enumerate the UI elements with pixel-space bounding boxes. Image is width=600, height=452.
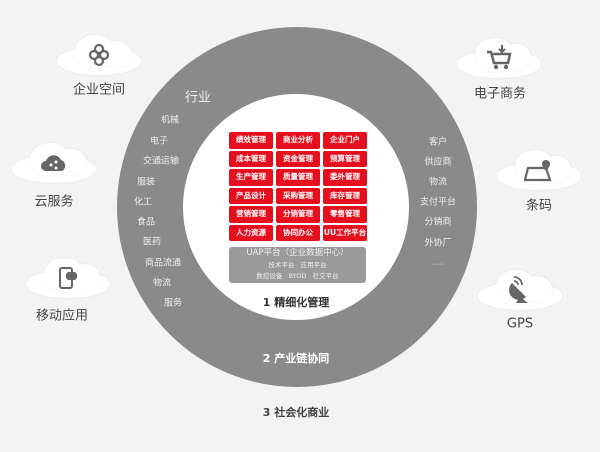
module-tile: 人力资源 bbox=[229, 224, 273, 241]
cloud-label: 条码 bbox=[525, 198, 553, 214]
ring-label-2: 2 产业链协同 bbox=[262, 352, 330, 365]
industry-item: 机械 bbox=[160, 115, 180, 126]
module-tile: 零售管理 bbox=[323, 206, 367, 223]
module-tile: 预算管理 bbox=[323, 150, 367, 167]
partner-item: 支付平台 bbox=[419, 197, 457, 208]
module-tile: 企业门户 bbox=[323, 132, 367, 149]
industry-title: 行业 bbox=[184, 90, 212, 106]
ring-label-1: 1 精细化管理 bbox=[262, 296, 330, 309]
map-pin-icon bbox=[524, 160, 552, 182]
link-rings-icon bbox=[88, 43, 110, 67]
partner-item: 物流 bbox=[428, 177, 448, 188]
industry-item: 服务 bbox=[163, 298, 183, 309]
cloud-enterprise-space bbox=[57, 35, 141, 75]
cloud-share-icon bbox=[41, 155, 66, 171]
cloud-label: 电子商务 bbox=[473, 86, 527, 102]
module-tile: 采购管理 bbox=[276, 187, 320, 204]
cloud-cloud-service bbox=[12, 143, 96, 183]
cloud-label: 企业空间 bbox=[72, 82, 126, 98]
partner-item: 分销商 bbox=[424, 217, 452, 228]
industry-item: 物流 bbox=[152, 278, 172, 289]
uap-title: UAP平台（企业数据中心） bbox=[246, 248, 349, 258]
cloud-label: 云服务 bbox=[34, 194, 74, 210]
module-tile: UU工作平台 bbox=[323, 224, 367, 241]
module-tile: 绩效管理 bbox=[229, 132, 273, 149]
uap-line-2: 数控设备 BYOD 社交平台 bbox=[256, 272, 339, 280]
cloud-label: GPS bbox=[506, 316, 534, 332]
industry-item: 交通运输 bbox=[142, 156, 180, 167]
shopping-cart-icon bbox=[487, 45, 512, 70]
module-tile: 委外管理 bbox=[323, 169, 367, 186]
industry-item: 医药 bbox=[142, 237, 162, 248]
module-tile: 分销管理 bbox=[276, 206, 320, 223]
module-tile: 协同办公 bbox=[276, 224, 320, 241]
module-tile: 库存管理 bbox=[323, 187, 367, 204]
industry-item: 服装 bbox=[136, 177, 156, 188]
ring-label-3: 3 社会化商业 bbox=[262, 406, 330, 419]
module-tile: 生产管理 bbox=[229, 169, 273, 186]
partner-item: 供应商 bbox=[424, 157, 452, 168]
module-tile: 资金管理 bbox=[276, 150, 320, 167]
partner-item: 客户 bbox=[428, 137, 448, 148]
satellite-dish-icon bbox=[509, 276, 528, 303]
cloud-gps bbox=[478, 270, 562, 310]
uap-line-1: 技术平台 应用平台 bbox=[268, 261, 327, 269]
uap-platform-box: UAP平台（企业数据中心） 技术平台 应用平台 数控设备 BYOD 社交平台 bbox=[229, 247, 366, 283]
module-tile: 营销管理 bbox=[229, 206, 273, 223]
industry-item: 电子 bbox=[149, 136, 169, 147]
cloud-label: 移动应用 bbox=[35, 308, 89, 324]
cloud-barcode bbox=[497, 150, 581, 190]
module-tile: 商业分析 bbox=[276, 132, 320, 149]
mobile-chat-icon bbox=[59, 267, 77, 289]
module-grid: 绩效管理商业分析企业门户成本管理资金管理预算管理生产管理质量管理委外管理产品设计… bbox=[229, 132, 367, 241]
module-tile: 质量管理 bbox=[276, 169, 320, 186]
module-tile: 成本管理 bbox=[229, 150, 273, 167]
industry-item: 化工 bbox=[133, 197, 153, 208]
cloud-ecommerce bbox=[457, 38, 541, 78]
partner-item-more: ...... bbox=[432, 259, 444, 267]
industry-item: 食品 bbox=[136, 217, 156, 228]
partner-item: 外协厂 bbox=[424, 238, 452, 249]
module-tile: 产品设计 bbox=[229, 187, 273, 204]
industry-item: 商品流通 bbox=[144, 258, 182, 269]
cloud-mobile-app bbox=[26, 258, 110, 298]
